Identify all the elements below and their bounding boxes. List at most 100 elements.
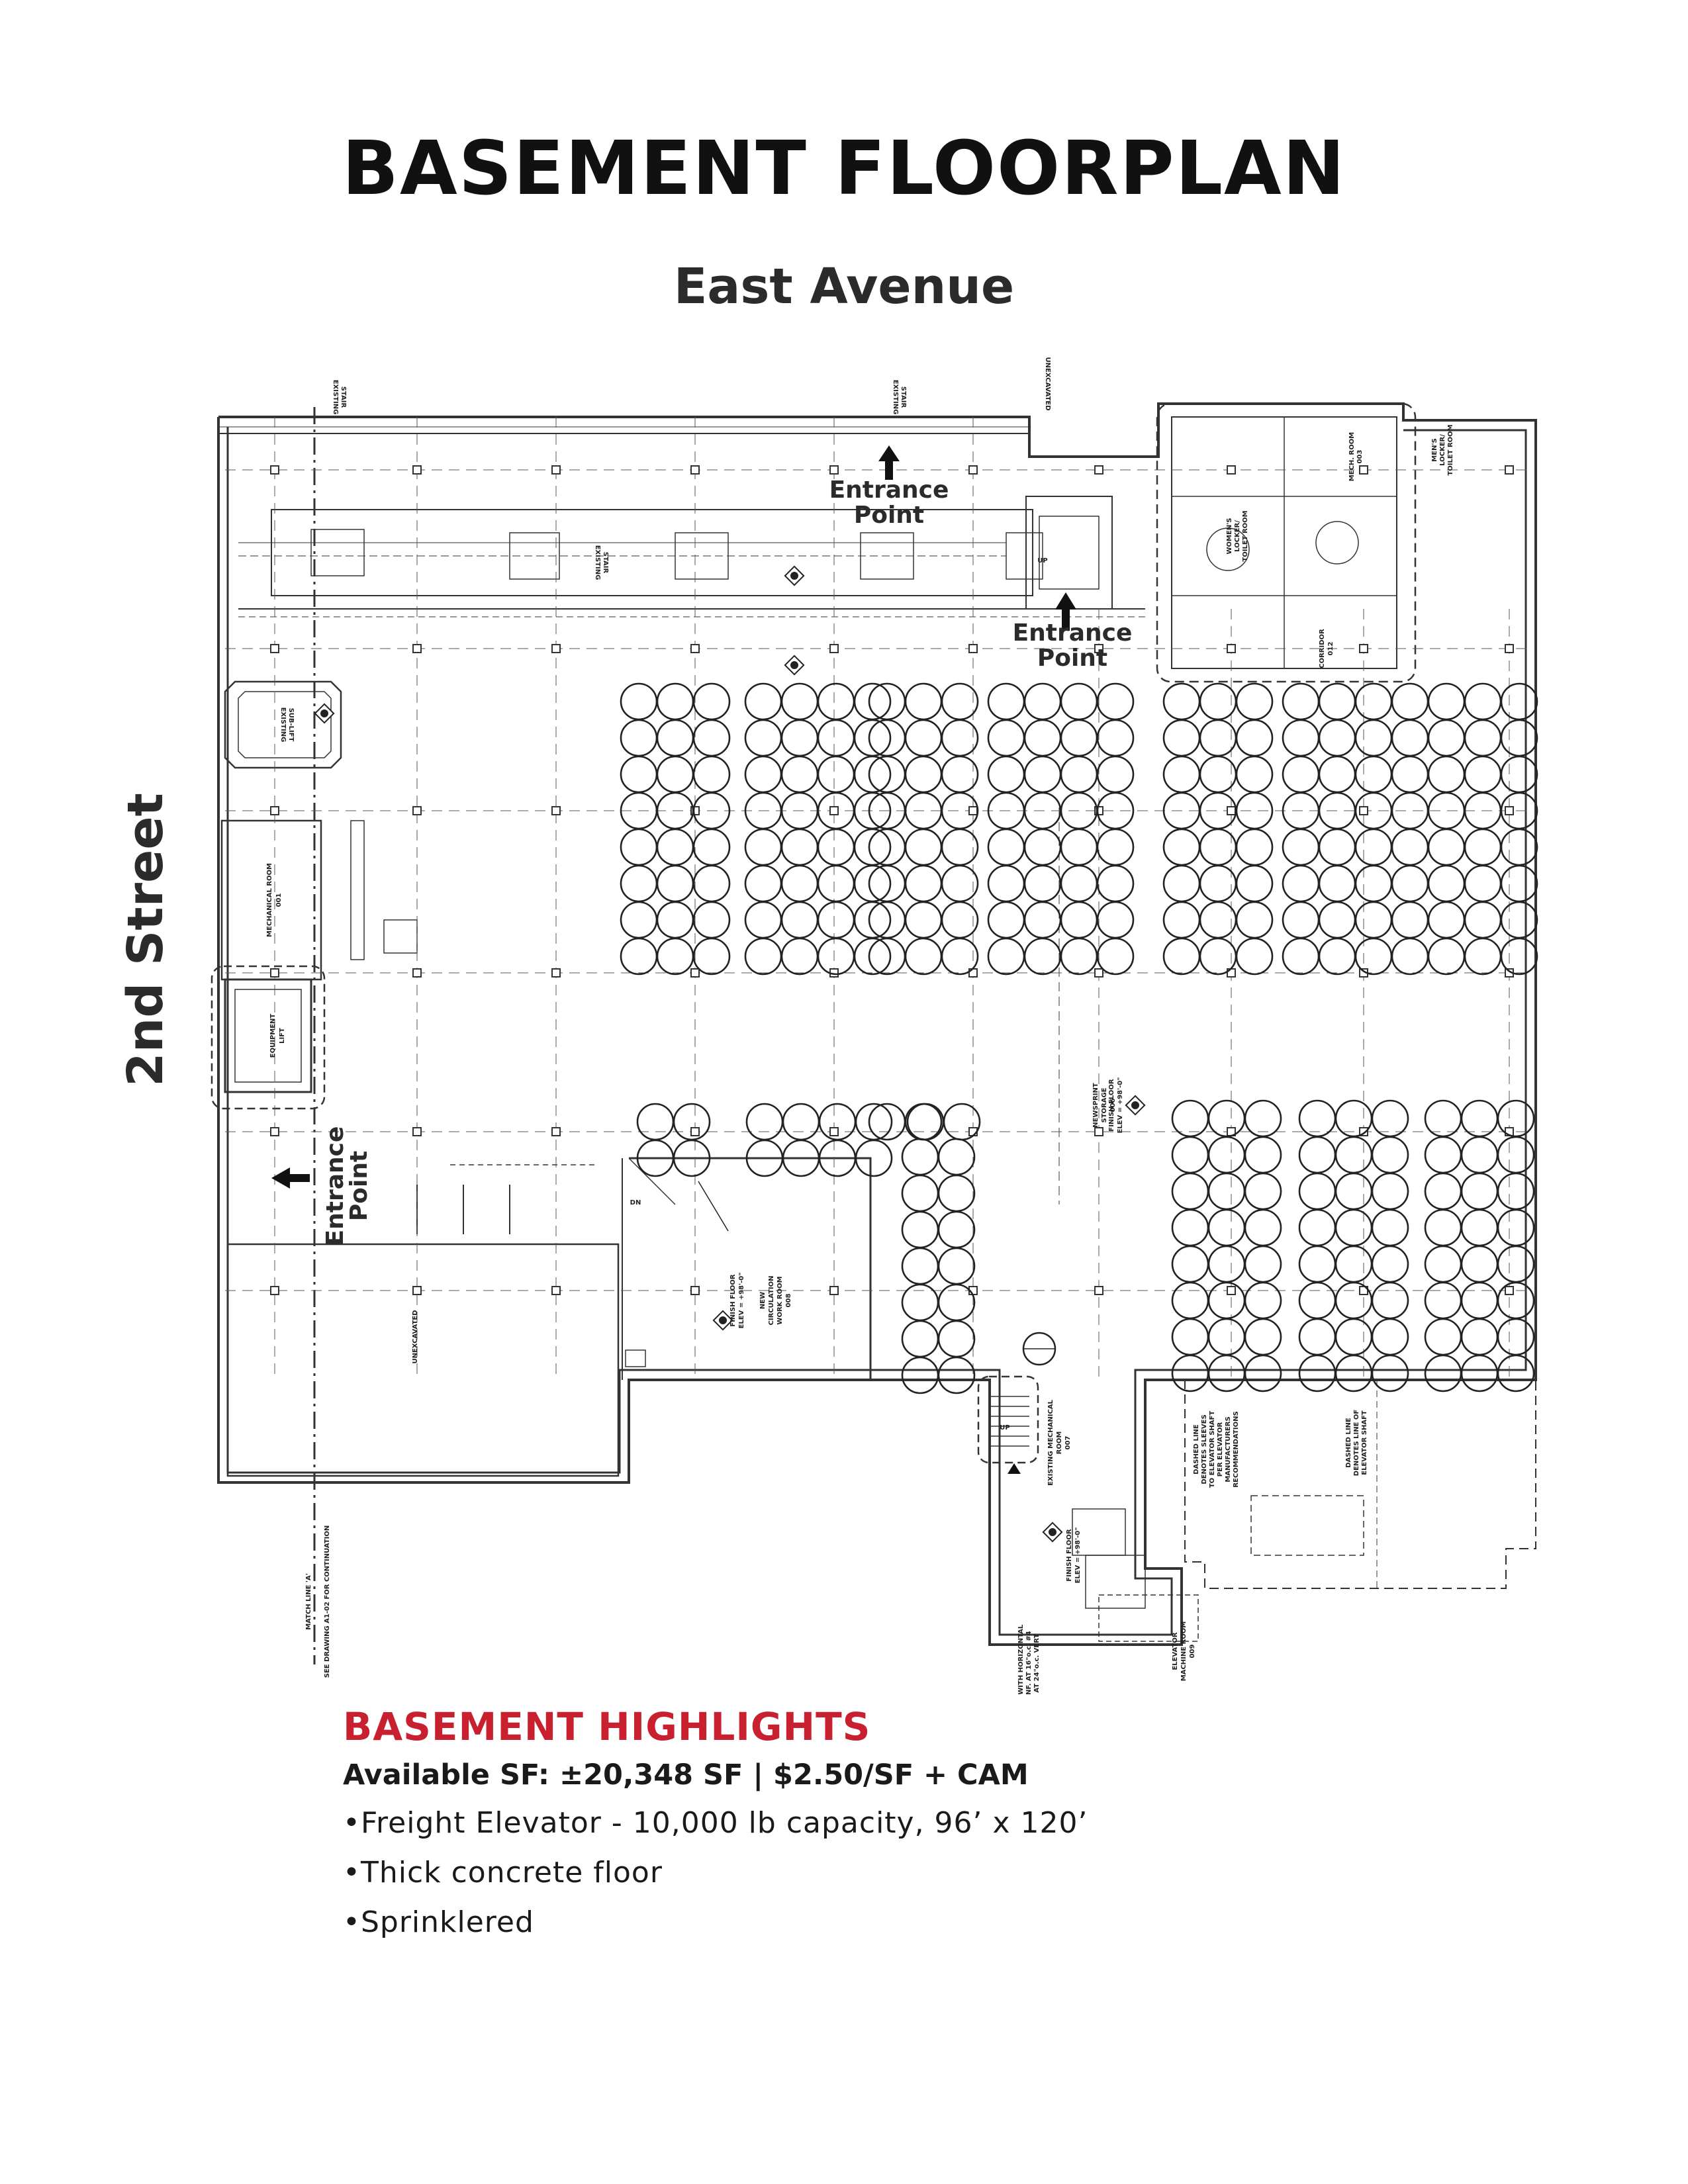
storage-tank <box>1244 1172 1282 1210</box>
storage-tank <box>1335 1281 1373 1320</box>
storage-tank <box>1335 1318 1373 1356</box>
storage-tank <box>1023 828 1062 866</box>
storage-tank <box>1354 755 1393 794</box>
storage-tank <box>901 1283 939 1322</box>
column-markers <box>270 465 1514 1295</box>
label-up-top: UP <box>1037 557 1047 565</box>
storage-tank <box>853 901 892 939</box>
storage-tank <box>1354 864 1393 903</box>
storage-tank <box>1298 1245 1336 1283</box>
storage-tank <box>1199 755 1237 794</box>
storage-tank <box>1171 1245 1209 1283</box>
label-mens-toilet-3: TOILET ROOM <box>1447 424 1454 475</box>
storage-tank <box>853 719 892 757</box>
storage-tank <box>901 1320 939 1358</box>
storage-tank <box>1460 1354 1499 1392</box>
label-finish-floor-b-1: FINISH FLOOR <box>729 1274 737 1327</box>
storage-tank <box>1235 937 1274 976</box>
label-existing-stair-c-1: EXISTING <box>594 545 601 580</box>
storage-tank <box>1171 1318 1209 1356</box>
column-marker <box>968 644 978 653</box>
storage-tank <box>1244 1354 1282 1392</box>
storage-tank <box>692 682 731 721</box>
storage-tank <box>1282 755 1320 794</box>
label-existing-stair-a-1: EXISTING <box>332 380 339 415</box>
highlights-title: BASEMENT HIGHLIGHTS <box>343 1704 871 1749</box>
storage-tank <box>744 719 782 757</box>
storage-tank <box>1207 1208 1246 1247</box>
column-marker <box>270 1127 279 1136</box>
storage-tank <box>853 828 892 866</box>
storage-tank <box>941 828 979 866</box>
storage-tank <box>620 901 658 939</box>
storage-tank <box>1427 719 1466 757</box>
column-marker <box>1227 1286 1236 1295</box>
label-existing-sublift-2: SUB-LIFT <box>287 708 295 742</box>
storage-tank <box>817 755 855 794</box>
entrance-label-mid-2: Point <box>1037 645 1107 672</box>
label-existing-mech-1: EXISTING MECHANICAL <box>1047 1399 1055 1485</box>
building-outline <box>211 402 1537 1664</box>
storage-tank <box>1391 901 1429 939</box>
storage-tank <box>1162 864 1201 903</box>
label-existing-mech-3: 007 <box>1064 1436 1072 1450</box>
column-marker <box>1227 465 1236 475</box>
storage-tank <box>1298 1354 1336 1392</box>
storage-tank <box>1335 1099 1373 1138</box>
storage-tank <box>1199 901 1237 939</box>
label-womens-toilet-3: TOILET ROOM <box>1242 510 1249 561</box>
storage-tank <box>937 1320 976 1358</box>
storage-tank <box>1060 755 1098 794</box>
storage-tank <box>1199 937 1237 976</box>
storage-tank <box>868 937 906 976</box>
storage-tank <box>1391 937 1429 976</box>
storage-tank <box>1460 1281 1499 1320</box>
column-marker <box>1505 806 1514 815</box>
storage-tank <box>937 1174 976 1212</box>
storage-tank <box>937 1356 976 1394</box>
storage-tank <box>1391 719 1429 757</box>
storage-tank <box>1424 1281 1462 1320</box>
label-existing-stair-b-1: EXISTING <box>892 380 899 415</box>
storage-tank <box>1096 864 1135 903</box>
storage-tank <box>1497 1136 1535 1174</box>
label-existing-stair-a-2: STAIR <box>340 387 347 408</box>
storage-tank <box>987 719 1025 757</box>
storage-tank <box>1354 719 1393 757</box>
column-marker <box>1505 1286 1514 1295</box>
finish-floor-marker-icon <box>712 1310 733 1331</box>
column-marker <box>1227 806 1236 815</box>
storage-tank <box>692 901 731 939</box>
column-marker <box>412 806 422 815</box>
storage-tank <box>1060 682 1098 721</box>
storage-tank <box>1354 828 1393 866</box>
storage-tank <box>1235 864 1274 903</box>
column-marker <box>829 1286 839 1295</box>
entrance-label-top-1: Entrance <box>829 477 949 504</box>
storage-tank <box>1371 1136 1409 1174</box>
storage-tank <box>1464 901 1502 939</box>
storage-tank <box>906 1103 945 1141</box>
storage-tank <box>1060 864 1098 903</box>
column-marker <box>968 806 978 815</box>
storage-tank <box>1282 937 1320 976</box>
storage-tank <box>1354 901 1393 939</box>
column-marker <box>412 1286 422 1295</box>
storage-tank <box>1023 682 1062 721</box>
storage-tank <box>1023 719 1062 757</box>
storage-tank <box>1282 828 1320 866</box>
storage-tank <box>1298 1281 1336 1320</box>
storage-tank <box>904 1103 943 1141</box>
storage-tank <box>656 755 694 794</box>
storage-tank <box>1424 1354 1462 1392</box>
label-dashed-line-2-1: DASHED LINE <box>1345 1418 1352 1468</box>
storage-tank <box>780 755 819 794</box>
storage-tank <box>987 937 1025 976</box>
storage-tank <box>937 1247 976 1285</box>
storage-tank <box>987 864 1025 903</box>
storage-tank <box>941 755 979 794</box>
storage-tank <box>1162 937 1201 976</box>
storage-tank <box>1354 937 1393 976</box>
finish-floor-marker-icon <box>1125 1095 1146 1116</box>
label-newsprint-storage-2: STORAGE <box>1101 1087 1108 1122</box>
